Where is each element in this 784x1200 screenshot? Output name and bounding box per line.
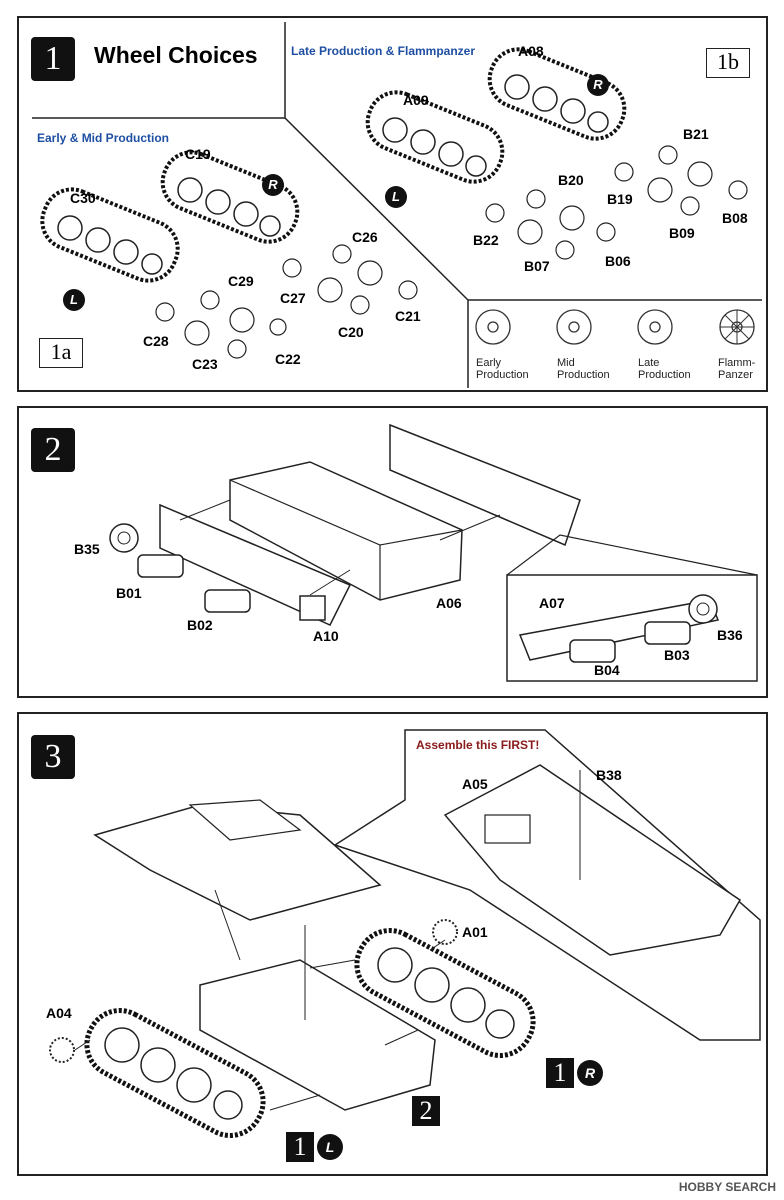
part-label: C21 (395, 308, 421, 324)
part-label: B35 (74, 541, 100, 557)
part-label: A09 (403, 92, 429, 108)
step-ref-1-left: 1 L (286, 1132, 343, 1162)
step-1-number: 1 (31, 37, 75, 81)
part-label: B22 (473, 232, 499, 248)
part-label: C26 (352, 229, 378, 245)
part-label: B09 (669, 225, 695, 241)
part-label: A01 (462, 924, 488, 940)
part-label: C28 (143, 333, 169, 349)
part-label: C19 (185, 146, 211, 162)
sub-a-right-badge: R (262, 174, 284, 196)
part-label: B01 (116, 585, 142, 601)
sub-a-left-badge: L (63, 289, 85, 311)
part-label: B36 (717, 627, 743, 643)
part-label: A08 (518, 43, 544, 59)
part-label: C23 (192, 356, 218, 372)
watermark: HOBBY SEARCH (678, 1180, 776, 1194)
part-label: C20 (338, 324, 364, 340)
part-label: A04 (46, 1005, 72, 1021)
part-label: A07 (539, 595, 565, 611)
assemble-first-callout: Assemble this FIRST! (416, 738, 540, 752)
legend-flammpanzer: Flamm-Panzer (718, 357, 756, 381)
sub-b-badge: 1b (706, 48, 750, 78)
part-label: C29 (228, 273, 254, 289)
part-label: C27 (280, 290, 306, 306)
part-label: B04 (594, 662, 620, 678)
step-2-number: 2 (31, 428, 75, 472)
part-label: A06 (436, 595, 462, 611)
part-label: A10 (313, 628, 339, 644)
step-3-panel (17, 712, 768, 1176)
sub-a-badge: 1a (39, 338, 83, 368)
step-3-number: 3 (31, 735, 75, 779)
part-label: B38 (596, 767, 622, 783)
part-label: B03 (664, 647, 690, 663)
part-label: B19 (607, 191, 633, 207)
step-ref-2: 2 (412, 1096, 440, 1126)
part-label: B20 (558, 172, 584, 188)
part-label: B21 (683, 126, 709, 142)
step-2-panel (17, 406, 768, 698)
sub-a-heading: Early & Mid Production (37, 131, 170, 145)
sub-b-heading: Late Production & Flammpanzer (291, 44, 476, 58)
step-1-title: Wheel Choices (94, 42, 258, 68)
part-label: C30 (70, 190, 96, 206)
sub-b-right-badge: R (587, 74, 609, 96)
part-label: B06 (605, 253, 631, 269)
step-ref-1-right: 1 R (546, 1058, 603, 1088)
step-1-drawing (32, 22, 762, 388)
part-label: B08 (722, 210, 748, 226)
part-label: C22 (275, 351, 301, 367)
part-label: B07 (524, 258, 550, 274)
part-label: B02 (187, 617, 213, 633)
part-label: A05 (462, 776, 488, 792)
sub-b-left-badge: L (385, 186, 407, 208)
